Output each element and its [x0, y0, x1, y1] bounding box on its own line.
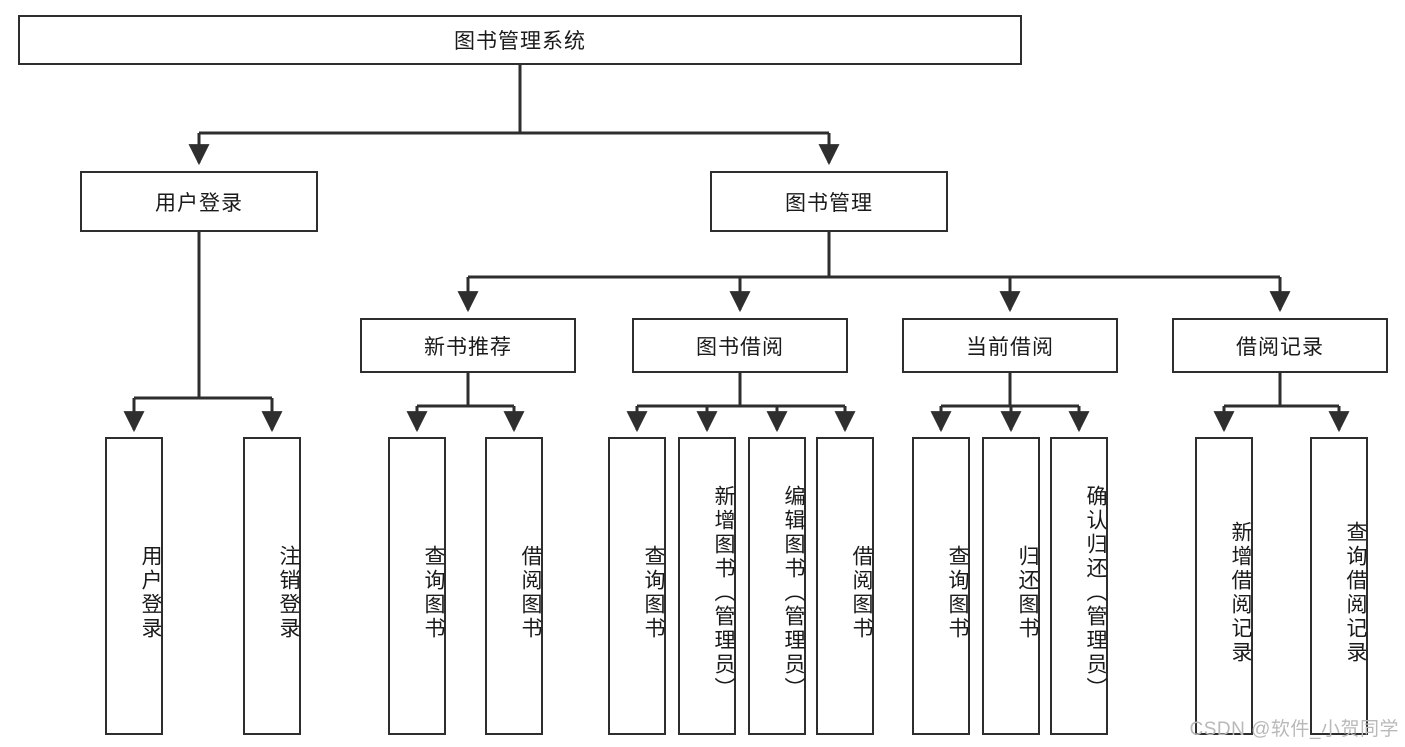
- node-leaf-edit-book[interactable]: 编辑图书（管理员）: [748, 437, 806, 735]
- node-book-manage-label: 图书管理: [785, 191, 873, 215]
- node-user-login-label: 用户登录: [155, 191, 243, 215]
- node-borrow-record[interactable]: 借阅记录: [1172, 318, 1388, 373]
- node-leaf-confirm-return-label: 确认归还（管理员）: [1084, 485, 1107, 701]
- node-leaf-borrow-book-2[interactable]: 借阅图书: [816, 437, 874, 735]
- node-leaf-query-record[interactable]: 查询借阅记录: [1310, 437, 1368, 735]
- node-leaf-query-book-2-label: 查询图书: [642, 545, 665, 641]
- node-root-label: 图书管理系统: [454, 30, 586, 53]
- node-leaf-query-record-label: 查询借阅记录: [1344, 521, 1367, 665]
- csdn-watermark: CSDN @软件_小贺同学: [1189, 719, 1399, 740]
- node-leaf-logout[interactable]: 注销登录: [243, 437, 301, 735]
- node-leaf-borrow-book-1-label: 借阅图书: [519, 545, 542, 641]
- node-leaf-query-book-1[interactable]: 查询图书: [388, 437, 446, 735]
- node-book-borrow[interactable]: 图书借阅: [632, 318, 848, 373]
- node-book-borrow-label: 图书借阅: [696, 335, 784, 359]
- node-book-manage[interactable]: 图书管理: [710, 171, 948, 232]
- node-leaf-borrow-book-1[interactable]: 借阅图书: [485, 437, 543, 735]
- node-leaf-query-book-1-label: 查询图书: [422, 545, 445, 641]
- node-leaf-query-book-2[interactable]: 查询图书: [608, 437, 666, 735]
- node-leaf-query-book-3-label: 查询图书: [946, 545, 969, 641]
- node-leaf-query-book-3[interactable]: 查询图书: [912, 437, 970, 735]
- node-leaf-add-book[interactable]: 新增图书（管理员）: [678, 437, 736, 735]
- node-leaf-add-record-label: 新增借阅记录: [1229, 521, 1252, 665]
- node-new-book-rec-label: 新书推荐: [424, 335, 512, 359]
- node-current-borrow-label: 当前借阅: [966, 335, 1054, 359]
- node-leaf-user-login-label: 用户登录: [139, 545, 162, 641]
- node-leaf-return-book-label: 归还图书: [1016, 545, 1039, 641]
- node-leaf-edit-book-label: 编辑图书（管理员）: [782, 485, 805, 701]
- node-leaf-user-login[interactable]: 用户登录: [105, 437, 163, 735]
- node-new-book-rec[interactable]: 新书推荐: [360, 318, 576, 373]
- node-user-login[interactable]: 用户登录: [80, 171, 318, 232]
- node-leaf-add-record[interactable]: 新增借阅记录: [1195, 437, 1253, 735]
- node-leaf-return-book[interactable]: 归还图书: [982, 437, 1040, 735]
- node-current-borrow[interactable]: 当前借阅: [902, 318, 1118, 373]
- node-leaf-confirm-return[interactable]: 确认归还（管理员）: [1050, 437, 1108, 735]
- node-borrow-record-label: 借阅记录: [1236, 335, 1324, 359]
- node-leaf-logout-label: 注销登录: [277, 545, 300, 641]
- node-leaf-borrow-book-2-label: 借阅图书: [850, 545, 873, 641]
- node-root[interactable]: 图书管理系统: [18, 15, 1022, 65]
- node-leaf-add-book-label: 新增图书（管理员）: [712, 485, 735, 701]
